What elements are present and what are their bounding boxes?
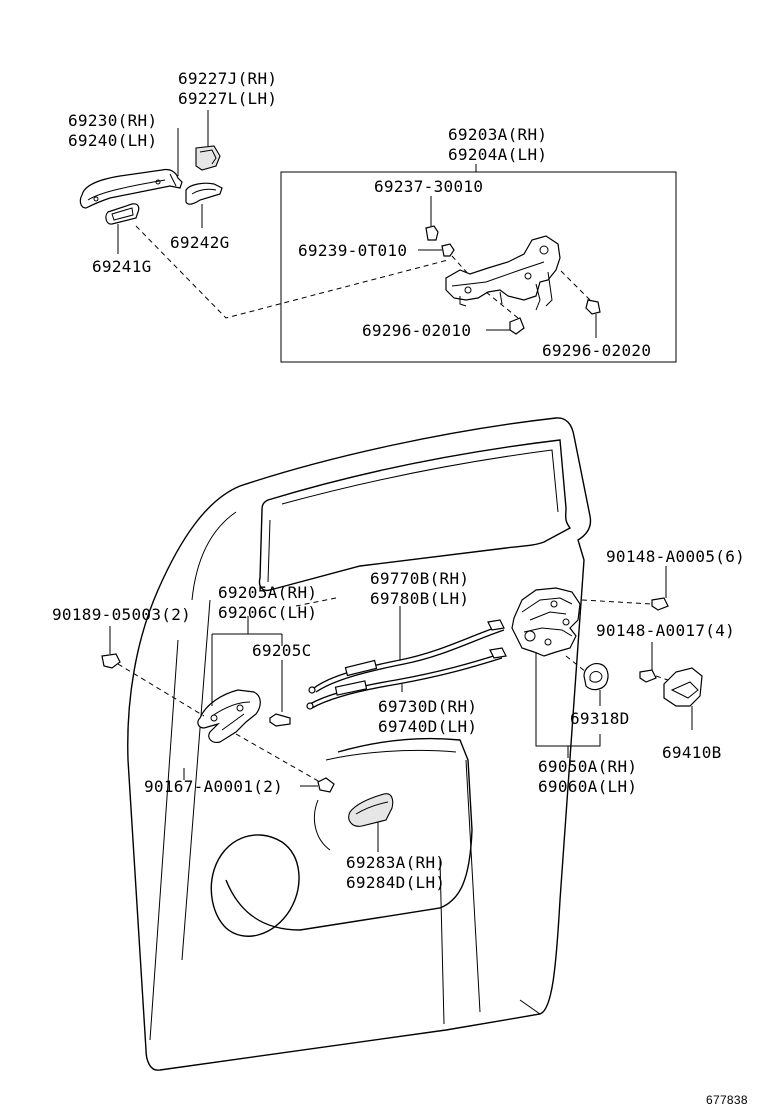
screw-90167-part[interactable] <box>317 777 335 793</box>
speaker-opening <box>210 834 300 937</box>
label-69239: 69239-0T010 <box>298 241 407 260</box>
label-69230: 69230(RH) <box>68 111 157 130</box>
label-69227l: 69227L(LH) <box>178 89 277 108</box>
label-90167: 90167-A0001(2) <box>144 777 283 796</box>
label-69203a: 69203A(RH) <box>448 125 547 144</box>
frame-assembly-boundary <box>280 171 677 363</box>
door-lock-group <box>511 566 703 758</box>
striker-69410b-part[interactable] <box>663 667 703 707</box>
frame-assembly-part[interactable] <box>445 235 561 301</box>
label-69318d: 69318D <box>570 709 630 728</box>
inside-handle-group <box>101 597 337 793</box>
door-lock-assembly-part[interactable] <box>511 587 581 657</box>
handle-bezel-group <box>348 793 394 852</box>
bolt-69296-02010-part[interactable] <box>509 317 525 335</box>
lock-cable-69770b[interactable] <box>313 625 501 689</box>
diagram-id: 677838 <box>706 1093 748 1107</box>
label-69410b: 69410B <box>662 743 722 762</box>
label-69206c: 69206C(LH) <box>218 603 317 622</box>
handle-gasket-front-part[interactable] <box>105 203 140 225</box>
label-69296-02010: 69296-02010 <box>362 321 471 340</box>
label-69283a: 69283A(RH) <box>346 853 445 872</box>
label-69770b: 69770B(RH) <box>370 569 469 588</box>
outside-handle-group <box>79 110 449 319</box>
label-69240: 69240(LH) <box>68 131 157 150</box>
label-90148-a0017: 90148-A0017(4) <box>596 621 735 640</box>
label-69204a: 69204A(LH) <box>448 145 547 164</box>
screw-90148-a0017-part[interactable] <box>639 669 657 683</box>
bolt-69296-02020-part[interactable] <box>585 299 601 315</box>
outside-handle-part[interactable] <box>79 168 183 209</box>
label-69205c: 69205C <box>252 641 312 660</box>
rear-door-outline <box>127 417 592 1071</box>
label-69050a: 69050A(RH) <box>538 757 637 776</box>
label-90148-a0005: 90148-A0005(6) <box>606 547 745 566</box>
label-69284d: 69284D(LH) <box>346 873 445 892</box>
label-69242g: 69242G <box>170 233 230 252</box>
clip-69239-part[interactable] <box>441 243 455 257</box>
clip-90189-part[interactable] <box>101 653 121 669</box>
handle-gasket-rear-part[interactable] <box>185 182 223 205</box>
label-69740d: 69740D(LH) <box>378 717 477 736</box>
screw-90148-a0005-part[interactable] <box>651 597 669 611</box>
label-69227j: 69227J(RH) <box>178 69 277 88</box>
lock-cables-group <box>306 606 507 710</box>
screw-69205c-part[interactable] <box>269 713 291 727</box>
frame-assembly-box <box>280 164 677 363</box>
label-69205a: 69205A(RH) <box>218 583 317 602</box>
lock-cable-69730d[interactable] <box>309 653 501 705</box>
label-90189: 90189-05003(2) <box>52 605 191 624</box>
label-69296-02020: 69296-02020 <box>542 341 651 360</box>
label-69730d: 69730D(RH) <box>378 697 477 716</box>
label-69780b: 69780B(LH) <box>370 589 469 608</box>
handle-bezel-part[interactable] <box>348 793 394 827</box>
label-69237: 69237-30010 <box>374 177 483 196</box>
label-69060a: 69060A(LH) <box>538 777 637 796</box>
clip-69237-part[interactable] <box>425 225 439 241</box>
seal-69318d-part[interactable] <box>583 663 609 691</box>
inside-handle-part[interactable] <box>197 689 261 743</box>
label-69241g: 69241G <box>92 257 152 276</box>
